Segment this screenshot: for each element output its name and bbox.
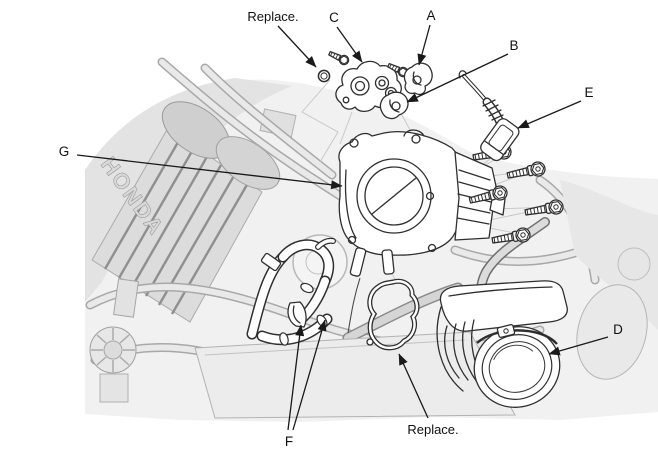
callout-arrow-replace-bottom — [398, 353, 429, 419]
right-engine-parts — [576, 284, 648, 380]
hose-a — [403, 62, 433, 96]
callout-label-a: A — [426, 8, 435, 23]
air-intake-duct — [436, 280, 568, 408]
callout-label-d: D — [613, 322, 623, 337]
callout-label-c: C — [329, 10, 339, 25]
callout-arrow-f1 — [287, 324, 305, 431]
callout-label-b: B — [509, 38, 518, 53]
callout-arrow-e — [517, 100, 582, 129]
throttle-body — [338, 129, 506, 334]
callout-arrow-c — [336, 26, 363, 63]
harness-connector — [458, 70, 520, 162]
right-engine-parts — [617, 247, 651, 281]
callout-arrow-b — [406, 53, 509, 103]
foreground-parts — [246, 48, 568, 408]
callout-arrow-a — [417, 24, 431, 66]
callout-label-replace-bottom: Replace. — [407, 422, 458, 437]
hose-b — [379, 91, 409, 120]
callout-arrow-f2 — [292, 319, 327, 431]
callout-label-e: E — [584, 85, 593, 100]
callout-arrow-d — [548, 336, 609, 356]
left-engine-parts — [89, 278, 139, 403]
throttle-body-gasket — [366, 278, 420, 351]
callout-arrow-replace-top — [277, 25, 317, 68]
o-ring — [317, 69, 331, 83]
callout-label-f: F — [285, 434, 293, 449]
callout-label-g: G — [59, 144, 70, 159]
callout-label-replace-top: Replace. — [247, 9, 298, 24]
callouts: Replace. C A B E G D F Replace. — [59, 8, 623, 449]
bottom-panel — [194, 331, 516, 419]
callout-arrow-g — [76, 154, 343, 190]
